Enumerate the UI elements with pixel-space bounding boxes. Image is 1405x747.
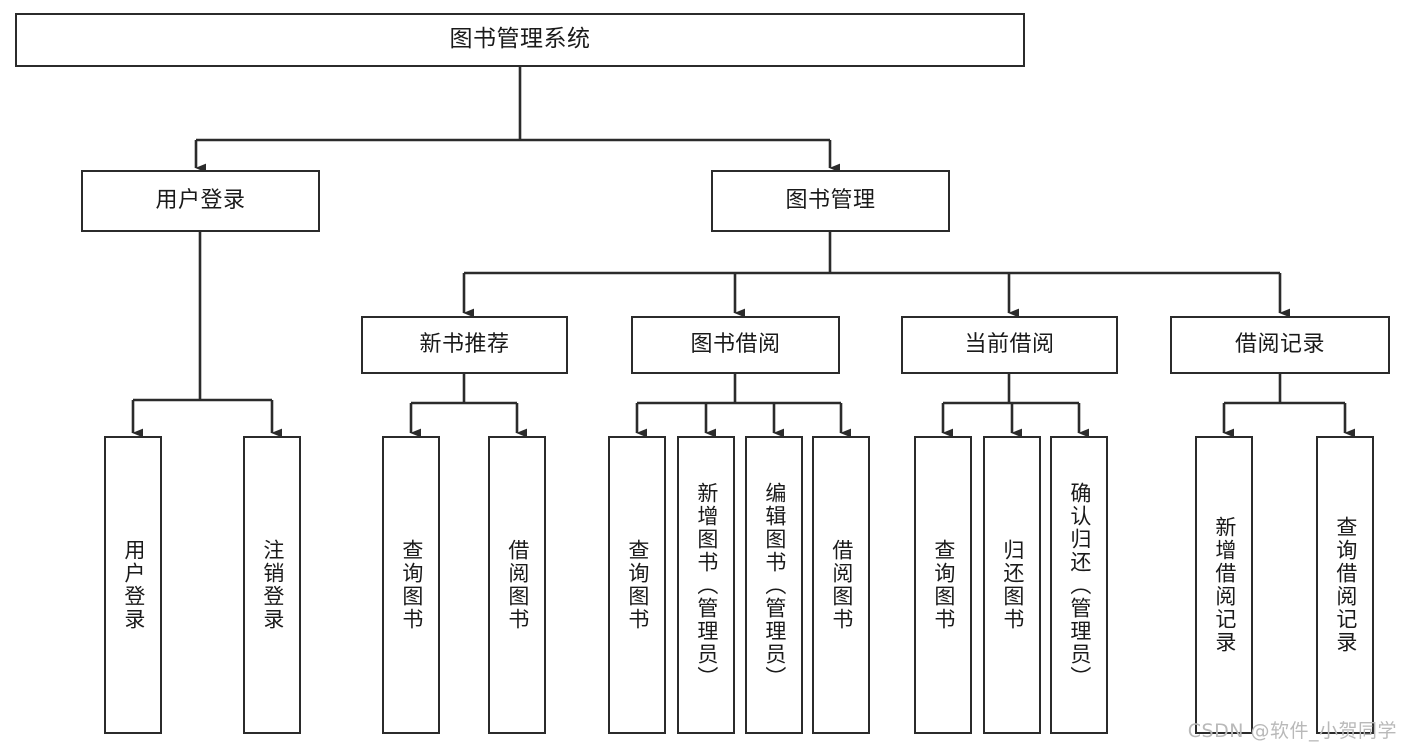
node-label: 确认归还（管理员）: [1067, 481, 1092, 689]
node-label: 新增图书（管理员）: [694, 481, 719, 689]
node-label: 查询图书: [399, 539, 424, 631]
node-new-book-recommend[interactable]: 新书推荐: [361, 316, 568, 374]
node-leaf-logout[interactable]: 注销登录: [243, 436, 301, 734]
node-label: 编辑图书（管理员）: [762, 481, 787, 689]
node-label: 借阅记录: [1234, 331, 1325, 357]
node-user-login[interactable]: 用户登录: [81, 170, 320, 232]
node-book-management[interactable]: 图书管理: [711, 170, 950, 232]
node-label: 图书管理系统: [449, 26, 591, 53]
node-leaf-add-book[interactable]: 新增图书（管理员）: [677, 436, 735, 734]
node-label: 查询借阅记录: [1333, 516, 1358, 654]
node-leaf-query-book-2[interactable]: 查询图书: [608, 436, 666, 734]
node-leaf-add-borrow-record[interactable]: 新增借阅记录: [1195, 436, 1253, 734]
node-leaf-query-book-1[interactable]: 查询图书: [382, 436, 440, 734]
node-leaf-borrow-book-1[interactable]: 借阅图书: [488, 436, 546, 734]
node-label: 当前借阅: [964, 331, 1055, 357]
node-leaf-return-book[interactable]: 归还图书: [983, 436, 1041, 734]
node-root-book-management-system[interactable]: 图书管理系统: [15, 13, 1025, 67]
node-label: 查询图书: [931, 539, 956, 631]
node-leaf-user-login[interactable]: 用户登录: [104, 436, 162, 734]
node-current-borrow[interactable]: 当前借阅: [901, 316, 1118, 374]
node-label: 新书推荐: [419, 331, 510, 357]
node-book-borrow[interactable]: 图书借阅: [631, 316, 840, 374]
node-leaf-query-borrow-record[interactable]: 查询借阅记录: [1316, 436, 1374, 734]
node-leaf-borrow-book-2[interactable]: 借阅图书: [812, 436, 870, 734]
node-label: 图书借阅: [690, 331, 781, 357]
node-label: 注销登录: [260, 539, 285, 631]
node-leaf-confirm-return[interactable]: 确认归还（管理员）: [1050, 436, 1108, 734]
node-label: 用户登录: [121, 539, 146, 631]
node-label: 查询图书: [625, 539, 650, 631]
node-label: 新增借阅记录: [1212, 516, 1237, 654]
node-label: 图书管理: [785, 187, 876, 213]
node-leaf-query-book-3[interactable]: 查询图书: [914, 436, 972, 734]
node-borrow-record[interactable]: 借阅记录: [1170, 316, 1390, 374]
node-label: 用户登录: [155, 187, 246, 213]
node-label: 借阅图书: [829, 539, 854, 631]
node-leaf-edit-book[interactable]: 编辑图书（管理员）: [745, 436, 803, 734]
node-label: 借阅图书: [505, 539, 530, 631]
node-label: 归还图书: [1000, 539, 1025, 631]
